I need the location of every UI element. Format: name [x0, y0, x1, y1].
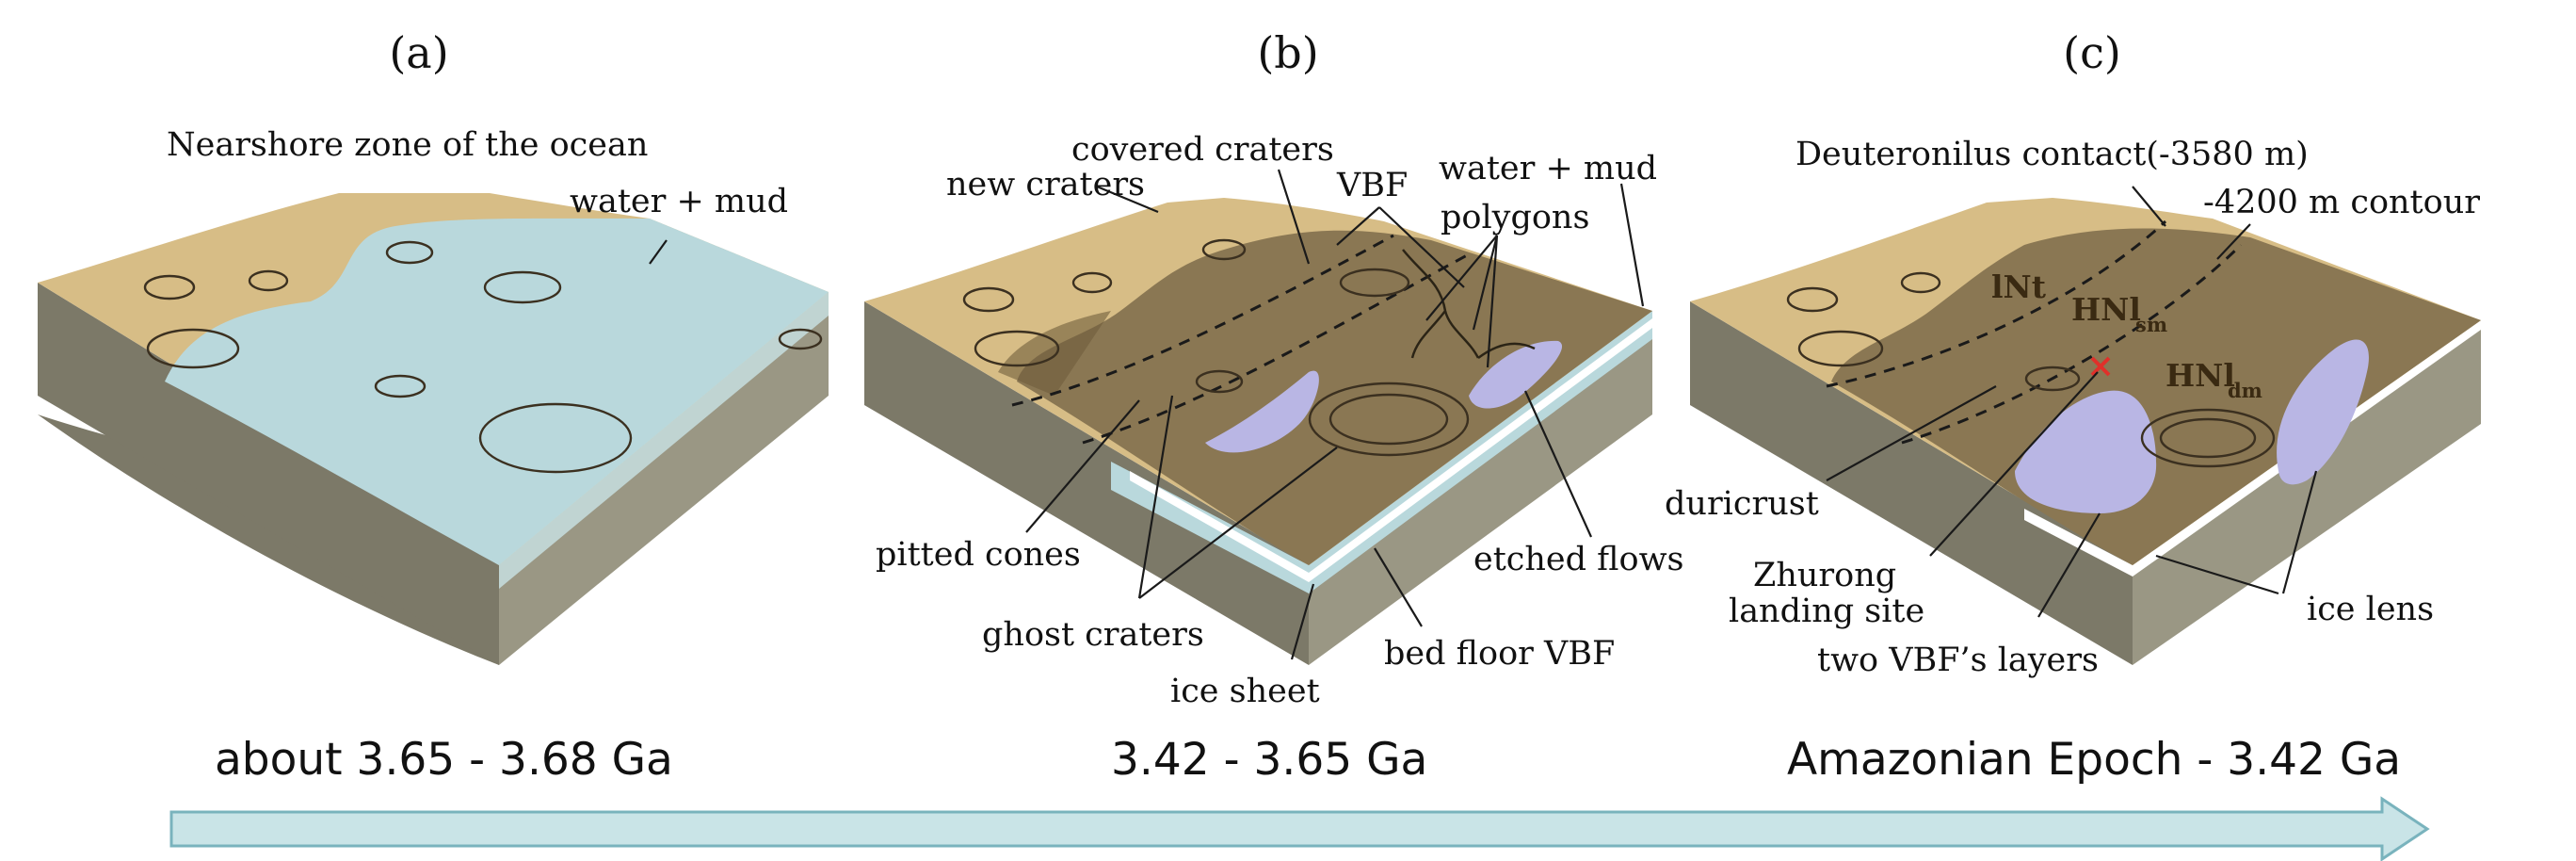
label-nearshore: Nearshore zone of the ocean: [167, 126, 648, 164]
panel-a-craters: [143, 240, 823, 474]
label-hnl-sm: HNl: [2071, 291, 2141, 328]
panel-b-craters: [962, 238, 1470, 457]
zhurong-landing-mark: [2090, 356, 2111, 377]
label-bed-floor-vbf: bed floor VBF: [1384, 635, 1615, 673]
time-arrow: [169, 796, 2430, 861]
leader-lines: [649, 169, 2318, 660]
panel-b-ice-lens-1: [1205, 370, 1319, 453]
panel-a-water-edge: [499, 292, 829, 589]
label-duricrust: duricrust: [1665, 485, 1819, 523]
label-4200-contour: -4200 m contour: [2203, 184, 2480, 221]
panel-b-polygon-cracks: [1402, 249, 1536, 360]
label-polygons: polygons: [1441, 199, 1589, 236]
label-vbf: VBF: [1336, 167, 1408, 204]
label-lnt: lNt: [1991, 268, 2047, 305]
panel-b-mud-dark: [998, 311, 1111, 396]
panel-a-front-face: [38, 283, 499, 665]
label-b-water-mud: water + mud: [1439, 150, 1657, 187]
epoch-c: Amazonian Epoch - 3.42 Ga: [1787, 734, 2401, 786]
label-ice-lens: ice lens: [2307, 591, 2434, 628]
panel-c-label: (c): [2063, 27, 2121, 78]
panel-a-label: (a): [389, 27, 448, 78]
label-ice-sheet: ice sheet: [1170, 673, 1320, 710]
epoch-a: about 3.65 - 3.68 Ga: [215, 734, 673, 786]
label-etched-flows: etched flows: [1473, 541, 1684, 578]
panel-c-craters: [1786, 271, 2276, 468]
panel-c-front-face: [1690, 301, 2133, 665]
label-pitted-cones: pitted cones: [876, 536, 1081, 574]
panel-c-block: [1690, 198, 2481, 665]
panel-b-mud: [1017, 230, 1652, 565]
panel-c-right-side: [2133, 320, 2481, 665]
label-hnl-dm: HNl: [2165, 357, 2235, 394]
label-hnl-sm-sub: sm: [2135, 313, 2167, 336]
label-covered-craters: covered craters: [1071, 131, 1334, 169]
panel-c-mud: [1831, 228, 2481, 565]
label-new-craters: new craters: [946, 166, 1145, 203]
panel-a-block: [38, 193, 829, 665]
label-deuteronilus: Deuteronilus contact(-3580 m): [1795, 136, 2309, 173]
label-ghost-craters: ghost craters: [982, 616, 1204, 654]
panel-a-right-side: [499, 292, 829, 665]
panel-b-block: [864, 198, 1652, 665]
panel-b-label: (b): [1257, 27, 1318, 78]
epoch-b: 3.42 - 3.65 Ga: [1111, 734, 1427, 786]
label-a-water-mud: water + mud: [570, 183, 788, 220]
panel-b-ice-lens-2: [1469, 340, 1563, 409]
label-landing-site: landing site: [1729, 593, 1924, 630]
label-hnl-dm-sub: dm: [2228, 379, 2262, 402]
panel-b-ice-sheet-band: [1111, 311, 1652, 593]
panel-c-ice-lens-2: [2277, 339, 2369, 485]
label-two-vbf-layers: two VBF’s layers: [1817, 642, 2099, 679]
label-zhurong: Zhurong: [1753, 557, 1896, 594]
panel-b-front-face: [864, 301, 1309, 665]
panel-a-water: [165, 218, 829, 565]
panel-c-ice-lens-1: [2015, 390, 2157, 513]
